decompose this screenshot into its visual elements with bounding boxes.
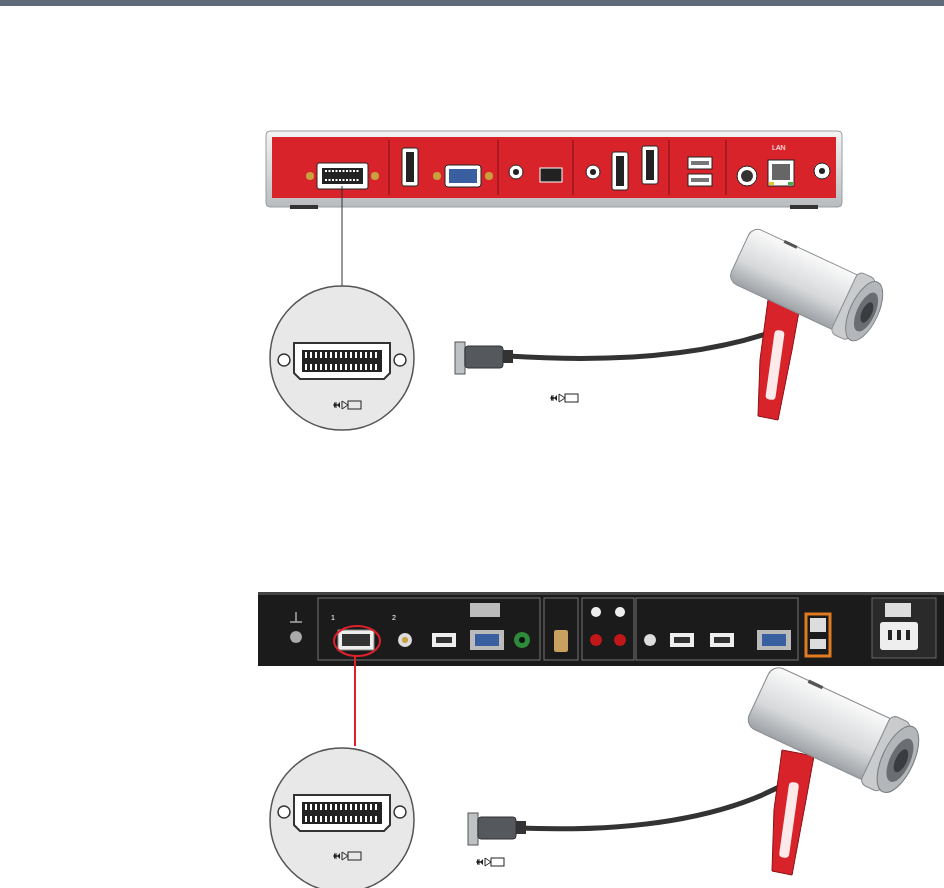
- port-label: 2: [392, 614, 396, 622]
- port-label: 1: [331, 614, 335, 622]
- port-label: LAN: [772, 144, 786, 152]
